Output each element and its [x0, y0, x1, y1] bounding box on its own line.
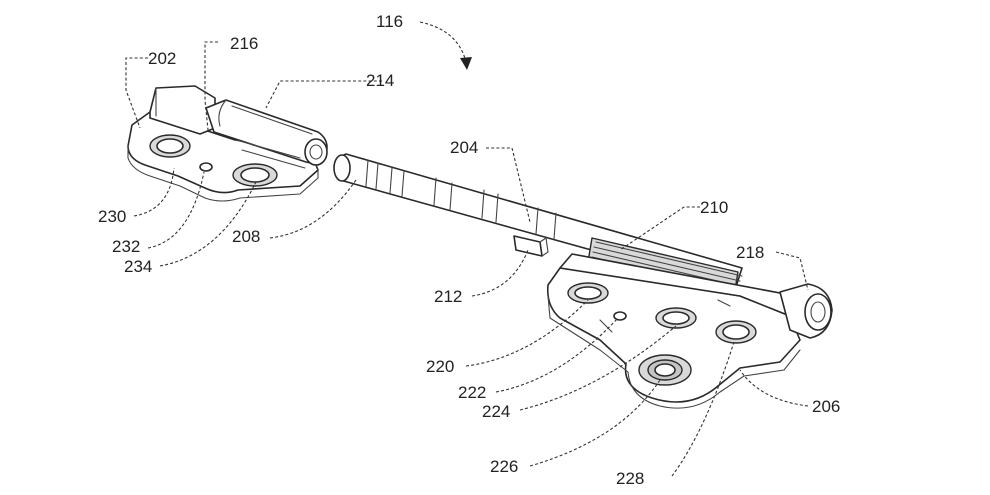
label-214: 214: [366, 71, 394, 90]
right-bracket: [546, 253, 833, 409]
label-222: 222: [458, 383, 486, 402]
label-202: 202: [148, 49, 176, 68]
label-232: 232: [112, 237, 140, 256]
label-206: 206: [812, 397, 840, 416]
label-208: 208: [232, 227, 260, 246]
label-212: 212: [434, 287, 462, 306]
reference-numerals: 116 202 216 214 230 232 234 208 204 210 …: [98, 12, 840, 488]
label-210: 210: [700, 198, 728, 217]
arrowhead-116-icon: [460, 57, 472, 70]
left-bracket: [127, 85, 328, 202]
label-234: 234: [124, 257, 152, 276]
label-220: 220: [426, 357, 454, 376]
leader-lines: [125, 21, 809, 477]
label-116: 116: [376, 12, 403, 31]
label-228: 228: [616, 469, 644, 488]
label-226: 226: [490, 457, 518, 476]
label-204: 204: [450, 138, 478, 157]
label-224: 224: [482, 402, 510, 421]
label-230: 230: [98, 207, 126, 226]
label-216: 216: [230, 34, 258, 53]
label-218: 218: [736, 243, 764, 262]
